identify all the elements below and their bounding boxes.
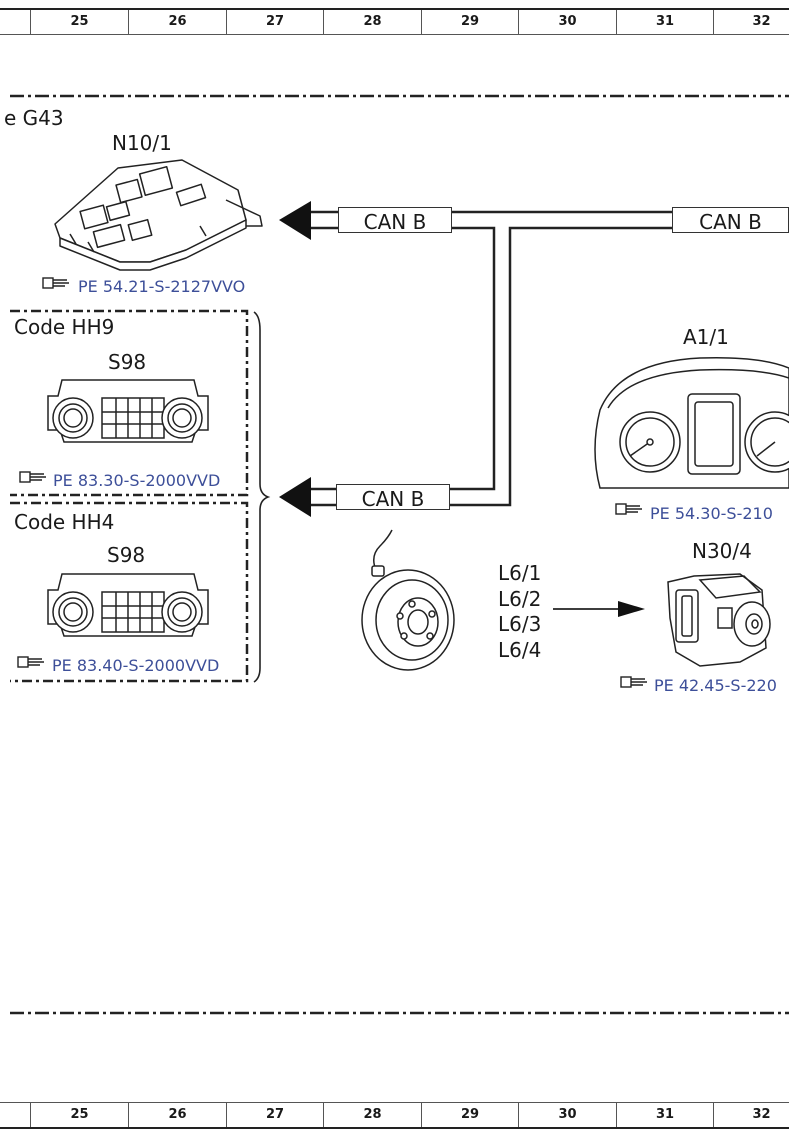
code-hh9-label: Code HH9 — [14, 315, 115, 339]
ruler-col: 27 — [226, 1103, 323, 1127]
reference-hand-icon — [615, 503, 642, 515]
wheel-speed-sensor-illustration — [361, 529, 455, 671]
ruler-col: 32 — [713, 1103, 789, 1127]
s98-hh9-label: S98 — [108, 350, 147, 374]
column-ruler-bottom: 25 26 27 28 29 30 31 32 — [0, 1102, 789, 1129]
n10-1-module-illustration — [54, 159, 263, 271]
reference-hand-icon — [17, 656, 44, 668]
arrow-to-n30-4 — [618, 601, 645, 617]
ruler-col: 26 — [128, 10, 226, 34]
can-b-wire-branch-2 — [450, 226, 672, 507]
n10-1-label: N10/1 — [112, 131, 172, 155]
s98-hh4-label: S98 — [107, 543, 146, 567]
section-title-fragment: e G43 — [4, 106, 64, 130]
reference-hand-icon — [42, 277, 69, 289]
ruler-col: 28 — [323, 1103, 421, 1127]
ruler-col: 26 — [128, 1103, 226, 1127]
can-b-label-lower: CAN B — [336, 484, 450, 511]
group-brace — [253, 311, 271, 683]
n30-4-reference-link[interactable]: PE 42.45-S-220 — [654, 676, 777, 695]
ruler-col: 25 — [30, 10, 128, 34]
ruler-col: 29 — [421, 10, 518, 34]
sensor-label: L6/1 — [498, 561, 542, 585]
can-b-label-upper-right: CAN B — [672, 207, 789, 234]
ruler-col: 30 — [518, 10, 616, 34]
s98-hh4-reference-link[interactable]: PE 83.40-S-2000VVD — [52, 656, 220, 675]
reference-hand-icon — [620, 676, 647, 688]
ruler-col: 30 — [518, 1103, 616, 1127]
column-ruler-top: 25 26 27 28 29 30 31 32 — [0, 8, 789, 35]
s98-hh9-reference-link[interactable]: PE 83.30-S-2000VVD — [53, 471, 221, 490]
ruler-col: 27 — [226, 10, 323, 34]
code-hh4-label: Code HH4 — [14, 510, 115, 534]
ruler-col: 29 — [421, 1103, 518, 1127]
ruler-col: 31 — [616, 10, 713, 34]
ruler-col: 31 — [616, 1103, 713, 1127]
can-b-wire-branch-1 — [450, 226, 496, 491]
n30-4-control-unit-illustration — [667, 573, 771, 667]
s98-hh9-panel-illustration — [47, 379, 209, 443]
arrow-to-s98 — [279, 477, 311, 517]
reference-hand-icon — [19, 471, 46, 483]
code-hh9-frame — [10, 309, 249, 497]
a1-1-label: A1/1 — [683, 325, 729, 349]
ruler-col: 25 — [30, 1103, 128, 1127]
code-hh4-frame — [10, 501, 249, 683]
sensor-label: L6/2 — [498, 587, 542, 611]
s98-hh4-panel-illustration — [47, 573, 209, 637]
n30-4-label: N30/4 — [692, 539, 752, 563]
ruler-col: 28 — [323, 10, 421, 34]
a1-1-instrument-cluster-illustration — [594, 356, 789, 489]
can-b-label-upper-left: CAN B — [338, 207, 452, 234]
a1-1-reference-link[interactable]: PE 54.30-S-210 — [650, 504, 773, 523]
arrow-to-n10-1 — [279, 201, 311, 240]
ruler-col: 32 — [713, 10, 789, 34]
sensor-label: L6/4 — [498, 638, 542, 662]
n10-1-reference-link[interactable]: PE 54.21-S-2127VVO — [78, 277, 246, 296]
sensor-label: L6/3 — [498, 612, 542, 636]
